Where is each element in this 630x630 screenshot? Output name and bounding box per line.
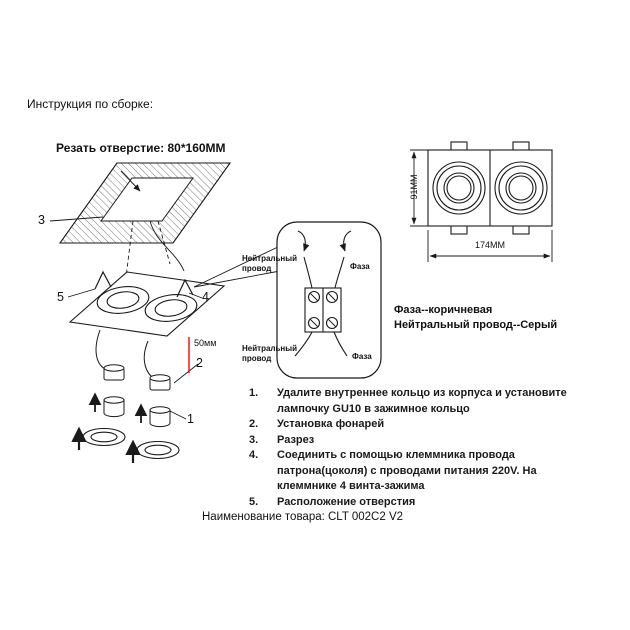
- instruction-item-3: 3. Разрез: [249, 433, 585, 449]
- bulb-insert-arrows: [88, 392, 148, 423]
- callout-number-3: 3: [38, 213, 45, 227]
- neutral-wire-label-bottom: Нейтральный провод: [242, 344, 297, 363]
- height-dimension-label: 91ММ: [409, 174, 419, 200]
- instruction-list: 1. Удалите внутреннее кольцо из корпуса …: [249, 386, 585, 510]
- callout-number-2: 2: [196, 356, 203, 370]
- phase-wire-label-bottom: Фаза: [352, 352, 372, 361]
- neutral-wire-label-top: Нейтральный провод: [242, 254, 297, 273]
- ring-insert-arrows: [71, 426, 141, 463]
- instruction-text: Удалите внутреннее кольцо из корпуса и у…: [277, 387, 567, 415]
- top-view-drawing: [427, 141, 553, 235]
- callout-tail: [193, 245, 281, 288]
- ceiling-panel: [59, 162, 231, 244]
- fixture-frame: [68, 271, 226, 337]
- clamp-rings: [82, 427, 180, 460]
- instruction-item-5: 5. Расположение отверстия: [249, 495, 585, 511]
- instruction-item-4: 4. Соединить с помощью клеммника провода…: [249, 448, 585, 495]
- leader-lines: [49, 216, 203, 420]
- phase-wire-label-top: Фаза: [350, 262, 370, 271]
- terminal-block: [304, 287, 342, 333]
- projection-lines: [125, 220, 185, 278]
- instruction-text: Установка фонарей: [277, 418, 385, 430]
- instruction-item-2: 2. Установка фонарей: [249, 417, 585, 433]
- instruction-number: 5.: [249, 495, 259, 508]
- page-title: Инструкция по сборке:: [27, 97, 154, 111]
- instruction-item-1: 1. Удалите внутреннее кольцо из корпуса …: [249, 386, 585, 417]
- neutral-color-note: Нейтральный провод--Серый: [394, 319, 558, 331]
- callout-number-1: 1: [187, 412, 194, 426]
- gu10-bulbs: [103, 396, 171, 428]
- spring-clips: [94, 270, 194, 298]
- phase-color-note: Фаза--коричневая: [394, 304, 493, 316]
- dimension-lines: [410, 149, 553, 262]
- callout-number-4: 4: [202, 290, 209, 304]
- width-dimension-label: 174ММ: [474, 240, 505, 250]
- lamp-sockets: [103, 364, 171, 391]
- instruction-number: 3.: [249, 433, 259, 446]
- cut-hole-note: Резать отверстие: 80*160ММ: [56, 141, 226, 155]
- mains-wires: [294, 230, 352, 357]
- product-name: Наименование товара: CLT 002C2 V2: [202, 511, 404, 523]
- instruction-number: 4.: [249, 449, 259, 461]
- callout-number-5: 5: [57, 290, 64, 304]
- instruction-text: Разрез: [277, 433, 315, 446]
- instruction-text: Соединить с помощью клеммника провода па…: [277, 449, 537, 492]
- instruction-number: 2.: [249, 418, 259, 430]
- depth-dimension-label: 50мм: [194, 338, 217, 348]
- instruction-text: Расположение отверстия: [277, 495, 416, 508]
- instruction-number: 1.: [249, 387, 259, 399]
